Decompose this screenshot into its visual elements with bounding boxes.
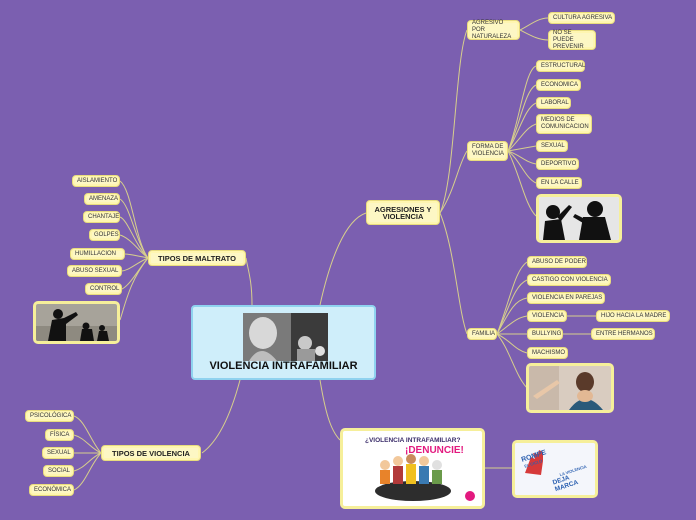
familia-node[interactable]: FAMILIA <box>467 328 497 340</box>
familia-item-abuso-poder[interactable]: ABUSO DE PODER <box>527 256 587 268</box>
violencia-item-fisica[interactable]: FÍSICA <box>45 429 74 441</box>
denuncia-poster-headline: ¡DENUNCIE! <box>405 445 464 456</box>
forma-item-laboral[interactable]: LABORAL <box>536 97 571 109</box>
item-hijo-hacia-madre[interactable]: HIJO HACIA LA MADRE <box>596 310 670 322</box>
forma-item-deportivo[interactable]: DEPORTIVO <box>536 158 579 170</box>
central-topic[interactable]: VIOLENCIA INTRAFAMILIAR <box>191 305 376 380</box>
tipos-violencia-node[interactable]: TIPOS DE VIOLENCIA <box>101 445 201 461</box>
forma-item-estructural[interactable]: ESTRUCTURAL <box>536 60 585 72</box>
familia-item-bullying[interactable]: BULLYING <box>527 328 563 340</box>
fighting-silhouettes-image <box>33 301 120 344</box>
maltrato-item-control[interactable]: CONTROL <box>85 283 122 295</box>
maltrato-item-golpes[interactable]: GOLPES <box>89 229 120 241</box>
forma-item-economica[interactable]: ECONOMICA <box>536 79 581 91</box>
couple-argument-image <box>536 194 622 243</box>
denuncia-poster-image: ¿VIOLENCIA INTRAFAMILIAR? ¡DENUNCIE! <box>340 428 485 509</box>
forma-item-sexual[interactable]: SEXUAL <box>536 140 568 152</box>
familia-item-castigo[interactable]: CASTIGO CON VIOLENCIA <box>527 274 611 286</box>
central-title: VIOLENCIA INTRAFAMILIAR <box>209 360 358 372</box>
familia-item-violencia[interactable]: VIOLENCIA <box>527 310 567 322</box>
agresiones-node[interactable]: AGRESIONES Y VIOLENCIA <box>366 200 440 225</box>
family-violence-photo <box>243 313 328 361</box>
item-cultura-agresiva[interactable]: CULTURA AGRESIVA <box>548 12 615 24</box>
item-no-se-puede-prevenir[interactable]: NO SE PUEDE PREVENIR <box>548 30 596 50</box>
item-entre-hermanos[interactable]: ENTRE HERMANOS <box>591 328 655 340</box>
maltrato-item-chantaje[interactable]: CHANTAJE <box>83 211 120 223</box>
denuncia-poster-title: ¿VIOLENCIA INTRAFAMILIAR? <box>365 437 461 444</box>
forma-violencia-node[interactable]: FORMA DE VIOLENCIA <box>467 141 508 161</box>
violencia-item-psicologica[interactable]: PSICOLÓGICA <box>25 410 74 422</box>
violencia-item-sexual[interactable]: SEXUAL <box>42 447 74 459</box>
agresivo-naturaleza-node[interactable]: AGRESIVO POR NATURALEZA <box>467 20 520 40</box>
maltrato-item-abuso-sexual[interactable]: ABUSO SEXUAL <box>67 265 122 277</box>
forma-item-medios[interactable]: MEDIOS DE COMUNICACION <box>536 114 592 134</box>
violencia-item-economica[interactable]: ECONÓMICA <box>29 484 74 496</box>
forma-item-en-la-calle[interactable]: EN LA CALLE <box>536 177 582 189</box>
familia-item-machismo[interactable]: MACHISMO <box>527 347 568 359</box>
violencia-item-social[interactable]: SOCIAL <box>43 465 74 477</box>
familia-item-violencia-parejas[interactable]: VIOLENCIA EN PAREJAS <box>527 292 605 304</box>
tipos-maltrato-node[interactable]: TIPOS DE MALTRATO <box>148 250 246 266</box>
maltrato-item-amenaza[interactable]: AMENAZA <box>84 193 120 205</box>
maltrato-item-aislamiento[interactable]: AISLAMIENTO <box>72 175 120 187</box>
rompe-ciclo-image: ROMPE EL CICLO LA VIOLENCIA DEJA MARCA <box>512 440 598 498</box>
woman-victim-image <box>526 363 614 413</box>
maltrato-item-humillacion[interactable]: HUMILLACION <box>70 248 125 260</box>
